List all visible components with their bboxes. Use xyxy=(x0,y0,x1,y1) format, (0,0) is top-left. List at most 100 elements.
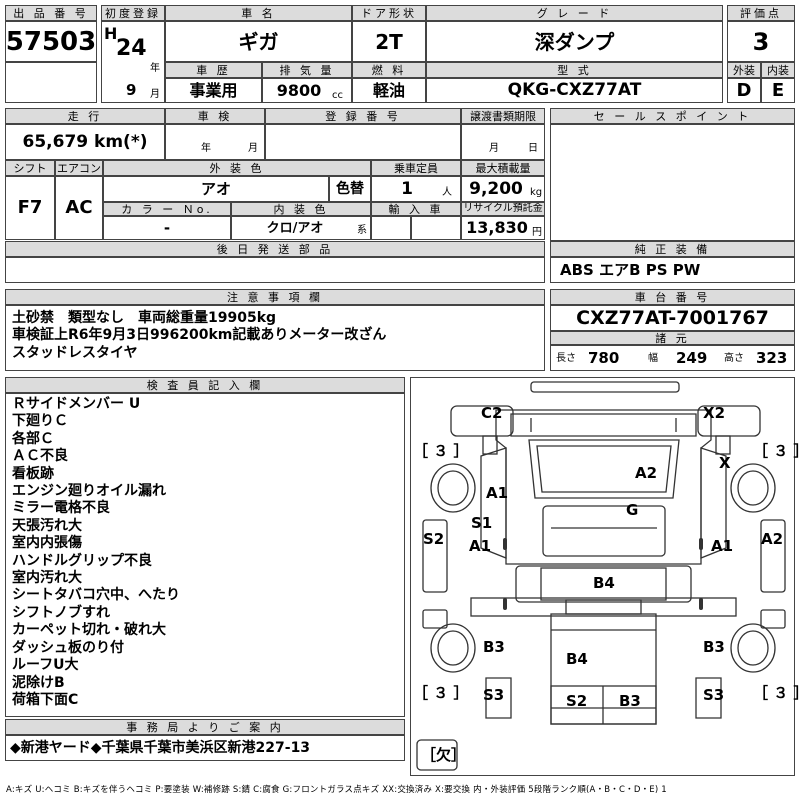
disp-unit: cc xyxy=(332,90,343,101)
interior-label: 内 装 色 xyxy=(231,202,371,216)
lot-blank xyxy=(5,62,97,103)
notes-line: スタッドレスタイヤ xyxy=(12,344,138,361)
damage-mark: A2 xyxy=(635,464,658,482)
color-label: 外 装 色 xyxy=(103,160,371,176)
interior-box xyxy=(231,216,371,240)
era: H xyxy=(104,24,118,43)
damage-mark: A2 xyxy=(761,530,784,548)
lot-number: 57503 xyxy=(5,26,97,57)
equip-box xyxy=(550,257,795,283)
damage-mark: B4 xyxy=(566,650,588,668)
car-name: ギガ xyxy=(238,29,279,54)
damage-mark: B3 xyxy=(703,638,725,656)
damage-mark: S1 xyxy=(471,514,493,532)
mileage-box xyxy=(5,124,165,160)
reg-label: 初度登録 xyxy=(101,5,165,21)
damage-mark: S3 xyxy=(483,686,505,704)
grade-box xyxy=(426,21,723,62)
inspect-month-unit: 月 xyxy=(248,143,258,154)
damage-mark: X xyxy=(719,454,731,472)
grade-label: グ レ ー ド xyxy=(426,5,723,21)
inspector-line: ルーフU大 xyxy=(12,657,79,674)
model-code: QKG-CXZ77AT xyxy=(507,80,642,100)
damage-mark: A1 xyxy=(469,537,492,555)
grade: 深ダンプ xyxy=(534,29,615,54)
int-grade: E xyxy=(771,79,785,101)
plate-box xyxy=(265,124,461,160)
dims-box xyxy=(550,345,795,371)
damage-mark: C2 xyxy=(481,404,503,422)
score-label: 評価点 xyxy=(727,5,795,21)
inspector-line: ＡＣ不良 xyxy=(12,448,68,465)
inspector-line: 室内内張傷 xyxy=(12,535,82,552)
office-box xyxy=(5,735,405,761)
tire-front-left: ［ ３ ］ xyxy=(413,442,469,460)
inspector-box: Ｒサイドメンバー U 下廻りＣ 各部Ｃ ＡＣ不良 看板跡 エンジン廻りオイル漏れ… xyxy=(5,393,405,717)
office-label: 事 務 局 よ り ご 案 内 xyxy=(5,719,405,735)
door-box xyxy=(352,21,426,62)
truck-diagram-icon xyxy=(416,381,786,771)
import-box-b xyxy=(411,216,461,240)
recycle-label: リサイクル預託金 xyxy=(461,202,545,216)
equipment: ABS エアB PS PW xyxy=(560,260,701,279)
chassis-box xyxy=(550,305,795,331)
damage-mark: S2 xyxy=(566,692,588,710)
damage-mark: B3 xyxy=(619,692,641,710)
capacity-unit: 人 xyxy=(442,187,452,198)
door-type: 2T xyxy=(375,29,403,54)
notes-box: 土砂禁 類型なし 車両総重量19905kg 車検証上R6年9月3日996200k… xyxy=(5,305,545,371)
score-box xyxy=(727,21,795,62)
shift-label: シフト xyxy=(5,160,55,176)
transfer-day-unit: 日 xyxy=(528,143,538,154)
color-box xyxy=(103,176,329,202)
fuel-label: 燃 料 xyxy=(352,62,426,78)
inspector-line: Ｒサイドメンバー U xyxy=(12,396,141,412)
notes-line: 土砂禁 類型なし 車両総重量19905kg xyxy=(12,310,277,326)
damage-mark: S2 xyxy=(423,530,445,548)
inspector-line: 天張汚れ大 xyxy=(12,517,82,534)
chassis-number: CXZ77AT-7001767 xyxy=(576,306,769,329)
color-number: - xyxy=(163,218,171,237)
length-label: 長さ xyxy=(556,353,576,364)
reg-month: 9 xyxy=(126,81,137,99)
width-label: 幅 xyxy=(648,353,658,364)
transfer-box xyxy=(461,124,545,160)
inspect-year-unit: 年 xyxy=(201,143,211,154)
notes-line: 車検証上R6年9月3日996200km記載ありメーター改ざん xyxy=(12,327,387,344)
inspector-line: 室内汚れ大 xyxy=(12,570,82,587)
height: 323 xyxy=(756,348,788,367)
inspector-line: 荷箱下面C xyxy=(12,691,79,708)
history: 事業用 xyxy=(189,80,238,100)
colorno-label: カ ラ ー Ｎo. xyxy=(103,202,231,216)
inspector-line: エンジン廻りオイル漏れ xyxy=(12,483,166,500)
disp-label: 排 気 量 xyxy=(262,62,352,78)
inspector-line: ハンドルグリップ不良 xyxy=(12,552,152,569)
capacity-label: 乗車定員 xyxy=(371,160,461,176)
inspector-line: シートタバコ穴中、へたり xyxy=(12,587,180,604)
inspector-line: カーペット切れ・破れ大 xyxy=(12,622,166,639)
mileage: 65,679 km(*) xyxy=(22,131,148,152)
inspector-line: 下廻りＣ xyxy=(12,413,68,430)
aircon: AC xyxy=(65,197,93,218)
length: 780 xyxy=(588,348,620,367)
interior-color: クロ/アオ xyxy=(266,220,324,236)
capacity-box xyxy=(371,176,461,202)
lot-label: 出 品 番 号 xyxy=(5,5,97,21)
sales-label: セ ー ル ス ポ イ ン ト xyxy=(550,108,795,124)
damage-mark: B3 xyxy=(483,638,505,656)
inspect-box xyxy=(165,124,265,160)
damage-mark: G xyxy=(626,501,639,519)
recycle-box xyxy=(461,216,545,240)
name-label: 車 名 xyxy=(165,5,352,21)
model-box xyxy=(426,78,723,103)
inspector-line: ダッシュ板のり付 xyxy=(12,639,124,656)
damage-mark: A1 xyxy=(486,484,509,502)
colorno-box xyxy=(103,216,231,240)
history-box xyxy=(165,78,262,103)
int-label: 内装 xyxy=(761,62,795,78)
notes-label: 注 意 事 項 欄 xyxy=(5,289,545,305)
damage-diagram: ［ ３ ］ ［ ３ ］ ［ ３ ］ ［ ３ ］ ［欠］ C2 X2 A2 X A… xyxy=(410,377,800,776)
later-parts-label: 後 日 発 送 部 品 xyxy=(5,241,545,257)
fuel-box xyxy=(352,78,426,103)
